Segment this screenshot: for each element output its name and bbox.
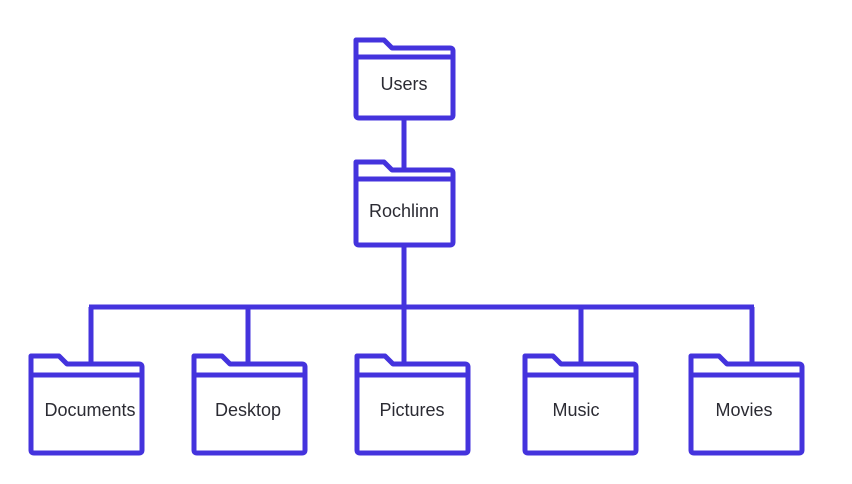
folder-node-users[interactable]: Users (353, 37, 456, 121)
folder-node-rochlinn[interactable]: Rochlinn (353, 159, 456, 248)
folder-label-documents: Documents (44, 400, 135, 420)
folder-icon (688, 353, 805, 456)
connector-lines (88, 118, 755, 368)
folder-node-desktop[interactable]: Desktop (191, 353, 308, 456)
folder-label-rochlinn: Rochlinn (369, 201, 439, 221)
folder-node-movies[interactable]: Movies (688, 353, 805, 456)
folder-label-movies: Movies (715, 400, 772, 420)
folder-icon (28, 353, 145, 456)
folder-icon (354, 353, 471, 456)
folder-label-pictures: Pictures (379, 400, 444, 420)
folder-node-pictures[interactable]: Pictures (354, 353, 471, 456)
folder-icon (191, 353, 308, 456)
folder-node-documents[interactable]: Documents (28, 353, 145, 456)
folder-label-music: Music (552, 400, 599, 420)
folder-node-music[interactable]: Music (522, 353, 639, 456)
folder-label-desktop: Desktop (215, 400, 281, 420)
folder-icon (522, 353, 639, 456)
folder-label-users: Users (380, 74, 427, 94)
folder-icon (353, 159, 456, 248)
